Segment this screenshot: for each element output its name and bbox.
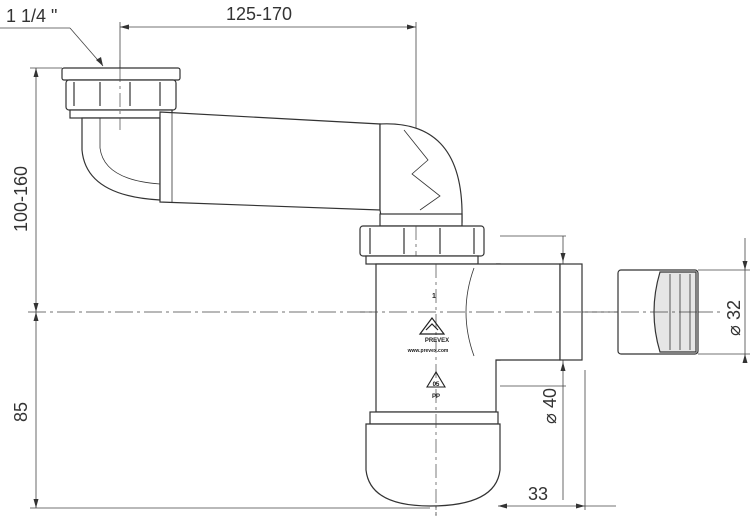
cap-diameter-value: 32 (724, 300, 744, 320)
center-lines (119, 68, 700, 516)
upper-height-label: 100-160 (11, 166, 31, 232)
mold-number: 1 (432, 293, 436, 300)
outlet-diameter-symbol: ⌀ (540, 413, 560, 424)
dimension-arrows (33, 24, 748, 509)
telescopic-tube (159, 111, 381, 211)
thread-size-label: 1 1/4 " (6, 6, 57, 26)
horizontal-span-label: 125-170 (226, 4, 292, 24)
brand-name: PREVEX (425, 338, 449, 344)
cap-diameter-label: ⌀ 32 (724, 300, 744, 336)
brand-website: www.prevex.com (407, 348, 449, 354)
top-elbow (81, 117, 161, 201)
cap-diameter-symbol: ⌀ (724, 325, 744, 336)
bottom-cup (365, 423, 501, 507)
top-nut (61, 67, 181, 119)
body-markings: 1 PREVEX www.prevex.com 05 PP (407, 293, 450, 400)
middle-nut (359, 225, 485, 265)
brand-logo-icon (418, 317, 446, 335)
recycle-icon (426, 370, 446, 388)
outlet-offset-label: 33 (528, 484, 548, 504)
outlet-diameter-value: 40 (540, 388, 560, 408)
recycle-code: 05 (433, 382, 440, 388)
outlet-diameter-label: ⌀ 40 (540, 388, 560, 424)
siphon-parts (61, 67, 699, 507)
lower-height-label: 85 (11, 402, 31, 422)
lower-elbow (379, 123, 463, 223)
material-code: PP (432, 394, 440, 400)
